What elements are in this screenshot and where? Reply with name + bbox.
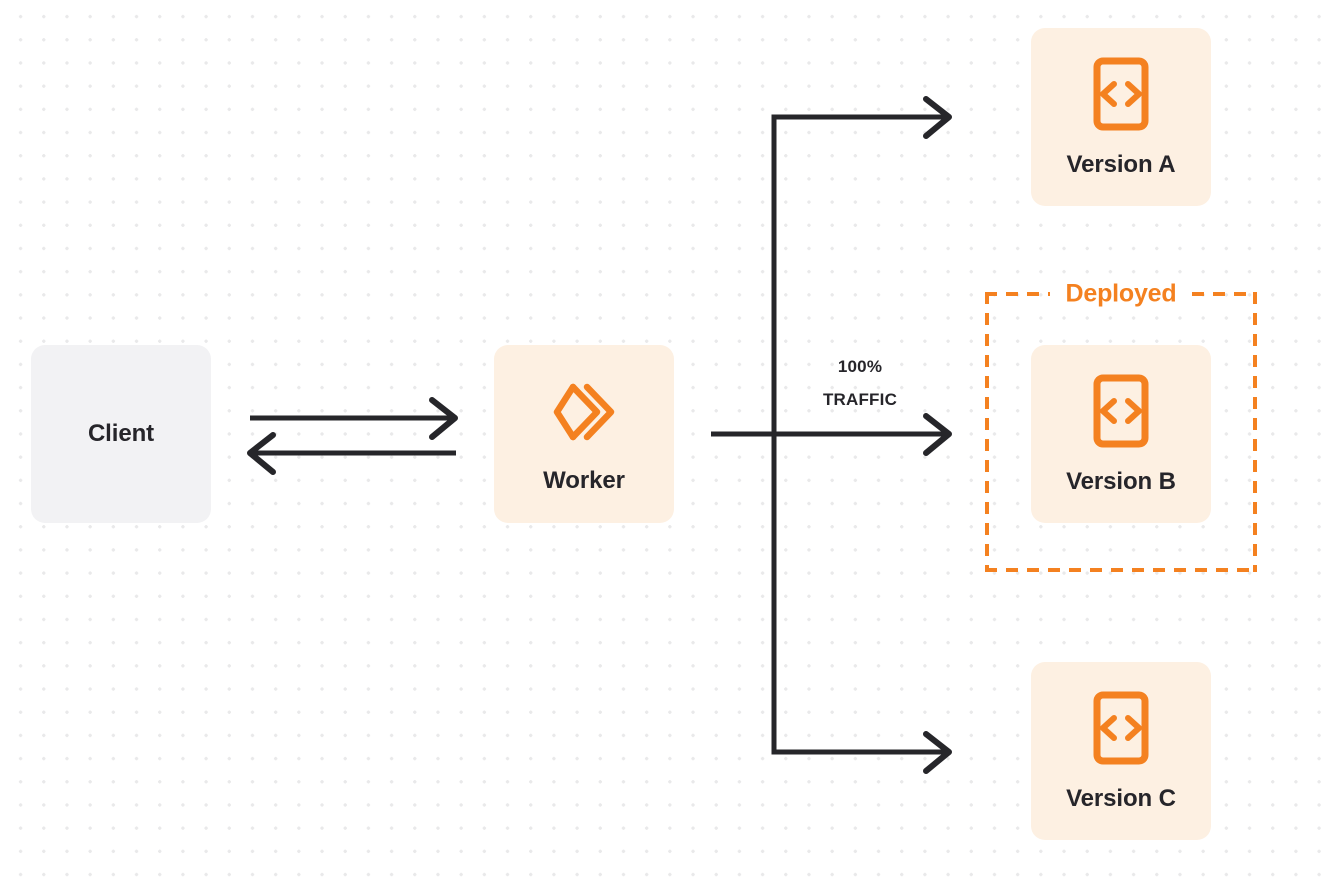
- node-version-a-label: Version A: [1066, 151, 1176, 178]
- deployed-group-label: Deployed: [1055, 281, 1187, 307]
- deployed-border-top-right: [1192, 292, 1257, 296]
- deployed-border-bottom: [985, 568, 1257, 572]
- cloudflare-workers-icon: [547, 375, 621, 449]
- node-version-b[interactable]: Version B: [1031, 345, 1211, 523]
- deployed-border-right: [1253, 292, 1257, 572]
- node-version-b-label: Version B: [1066, 468, 1176, 495]
- code-document-icon: [1093, 691, 1149, 765]
- node-client[interactable]: Client: [31, 345, 211, 523]
- deployed-border-top-left: [985, 292, 1050, 296]
- node-worker-label: Worker: [543, 467, 625, 494]
- traffic-percent: 100%: [837, 357, 883, 376]
- traffic-label: 100% TRAFFIC: [790, 350, 930, 416]
- edge-worker-to-client: [247, 432, 456, 475]
- code-document-icon: [1093, 374, 1149, 448]
- deployed-border-left: [985, 292, 989, 572]
- code-document-icon: [1093, 57, 1149, 131]
- node-version-a[interactable]: Version A: [1031, 28, 1211, 206]
- edge-worker-to-version-b: [711, 413, 952, 456]
- node-version-c-label: Version C: [1066, 785, 1176, 812]
- node-worker[interactable]: Worker: [494, 345, 674, 523]
- edge-worker-to-version-c: [771, 731, 952, 774]
- edge-client-to-worker: [250, 397, 458, 440]
- node-client-label: Client: [87, 420, 155, 447]
- edge-worker-to-version-a: [771, 96, 952, 139]
- traffic-unit: TRAFFIC: [822, 390, 898, 410]
- node-version-c[interactable]: Version C: [1031, 662, 1211, 840]
